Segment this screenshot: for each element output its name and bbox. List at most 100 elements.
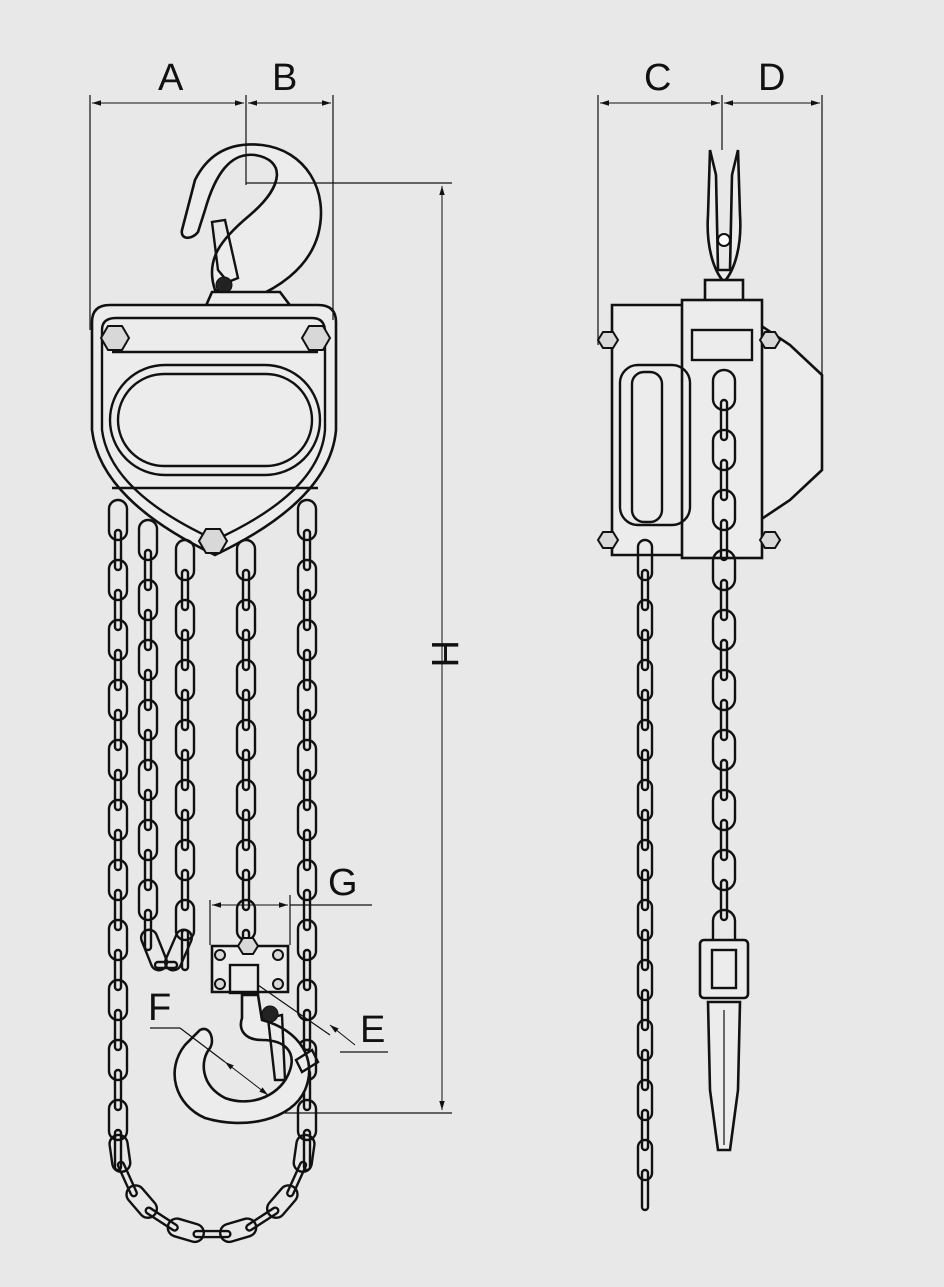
dim-label-g: G [328, 862, 358, 904]
chain-link [174, 718, 196, 762]
chain-link [144, 1206, 179, 1232]
chain-link [302, 948, 312, 992]
chain-link [296, 558, 318, 602]
chain-link [636, 778, 654, 822]
chain-link [286, 1160, 308, 1198]
chain-link [296, 918, 318, 962]
chain-link [143, 608, 153, 652]
chain-link [139, 928, 169, 972]
chain-link [636, 598, 654, 642]
chain-link [296, 498, 318, 542]
chain-link [137, 818, 159, 862]
dim-label-c: C [644, 57, 671, 99]
chain-link [113, 528, 123, 572]
chain-link [113, 648, 123, 692]
chain-link [180, 748, 190, 792]
chain-link [640, 568, 650, 612]
chain-link [107, 798, 129, 842]
side-top-hook [703, 149, 745, 306]
chain-link [719, 518, 729, 562]
chain-link [143, 788, 153, 832]
chain-link [719, 578, 729, 622]
chain-link [241, 868, 251, 912]
chain-link [107, 1098, 129, 1142]
chain-link [711, 368, 737, 412]
front-chains [107, 498, 318, 1244]
dim-label-d: D [758, 57, 785, 99]
chain-link [107, 678, 129, 722]
chain-link [174, 838, 196, 882]
chain-link [719, 878, 729, 922]
chain-link [116, 1160, 138, 1198]
chain-link [137, 698, 159, 742]
chain-link [302, 1008, 312, 1052]
chain-link [113, 708, 123, 752]
chain-link [174, 658, 196, 702]
chain-link [174, 778, 196, 822]
chain-link [719, 698, 729, 742]
chain-link [180, 568, 190, 612]
chain-link [180, 808, 190, 852]
bottom-hook [173, 993, 320, 1125]
chain-link [296, 798, 318, 842]
chain-link [302, 768, 312, 812]
chain-link [107, 558, 129, 602]
chain-link [636, 718, 654, 762]
chain-link [241, 808, 251, 852]
chain-link [235, 778, 257, 822]
chain-link [235, 898, 257, 942]
hoist-body [90, 303, 338, 557]
chain-link [241, 568, 251, 612]
chain-link [636, 538, 654, 582]
chain-link [107, 858, 129, 902]
chain-link [107, 618, 129, 662]
chain-link [640, 988, 650, 1032]
chain-link [636, 1078, 654, 1122]
dim-label-b: B [272, 57, 297, 99]
chain-link [296, 678, 318, 722]
chain-link [113, 1008, 123, 1052]
chain-link [302, 708, 312, 752]
dim-label-e: E [360, 1009, 385, 1051]
front-view [89, 95, 452, 1244]
chain-link [113, 768, 123, 812]
chain-link [174, 898, 196, 942]
chain-link [302, 648, 312, 692]
chain-link [107, 1038, 129, 1082]
chain-link [235, 838, 257, 882]
chain-link [137, 758, 159, 802]
side-chains [636, 368, 737, 1212]
chain-link [711, 848, 737, 892]
chain-link [113, 828, 123, 872]
chain-link [636, 1138, 654, 1182]
chain-link [241, 628, 251, 672]
chain-link [636, 658, 654, 702]
chain-link [241, 748, 251, 792]
chain-link [166, 1217, 205, 1244]
chain-link [636, 838, 654, 882]
chain-link [640, 928, 650, 972]
chain-link [636, 898, 654, 942]
chain-link [302, 528, 312, 572]
chain-link [640, 1168, 650, 1212]
chain-link [640, 868, 650, 912]
chain-link [711, 728, 737, 772]
dim-label-f: F [148, 987, 171, 1029]
chain-link [711, 548, 737, 592]
chain-link [640, 628, 650, 672]
chain-link [636, 1018, 654, 1062]
chain-link [107, 918, 129, 962]
chain-link [711, 488, 737, 532]
chain-link [636, 958, 654, 1002]
chain-link [143, 548, 153, 592]
chain-link [719, 398, 729, 442]
chain-link [296, 858, 318, 902]
chain-link [719, 458, 729, 502]
chain-link [640, 748, 650, 792]
chain-link [296, 738, 318, 782]
chain-link [719, 638, 729, 682]
chain-link [113, 888, 123, 932]
bottom-block [210, 937, 290, 995]
chain-link [265, 1184, 299, 1219]
